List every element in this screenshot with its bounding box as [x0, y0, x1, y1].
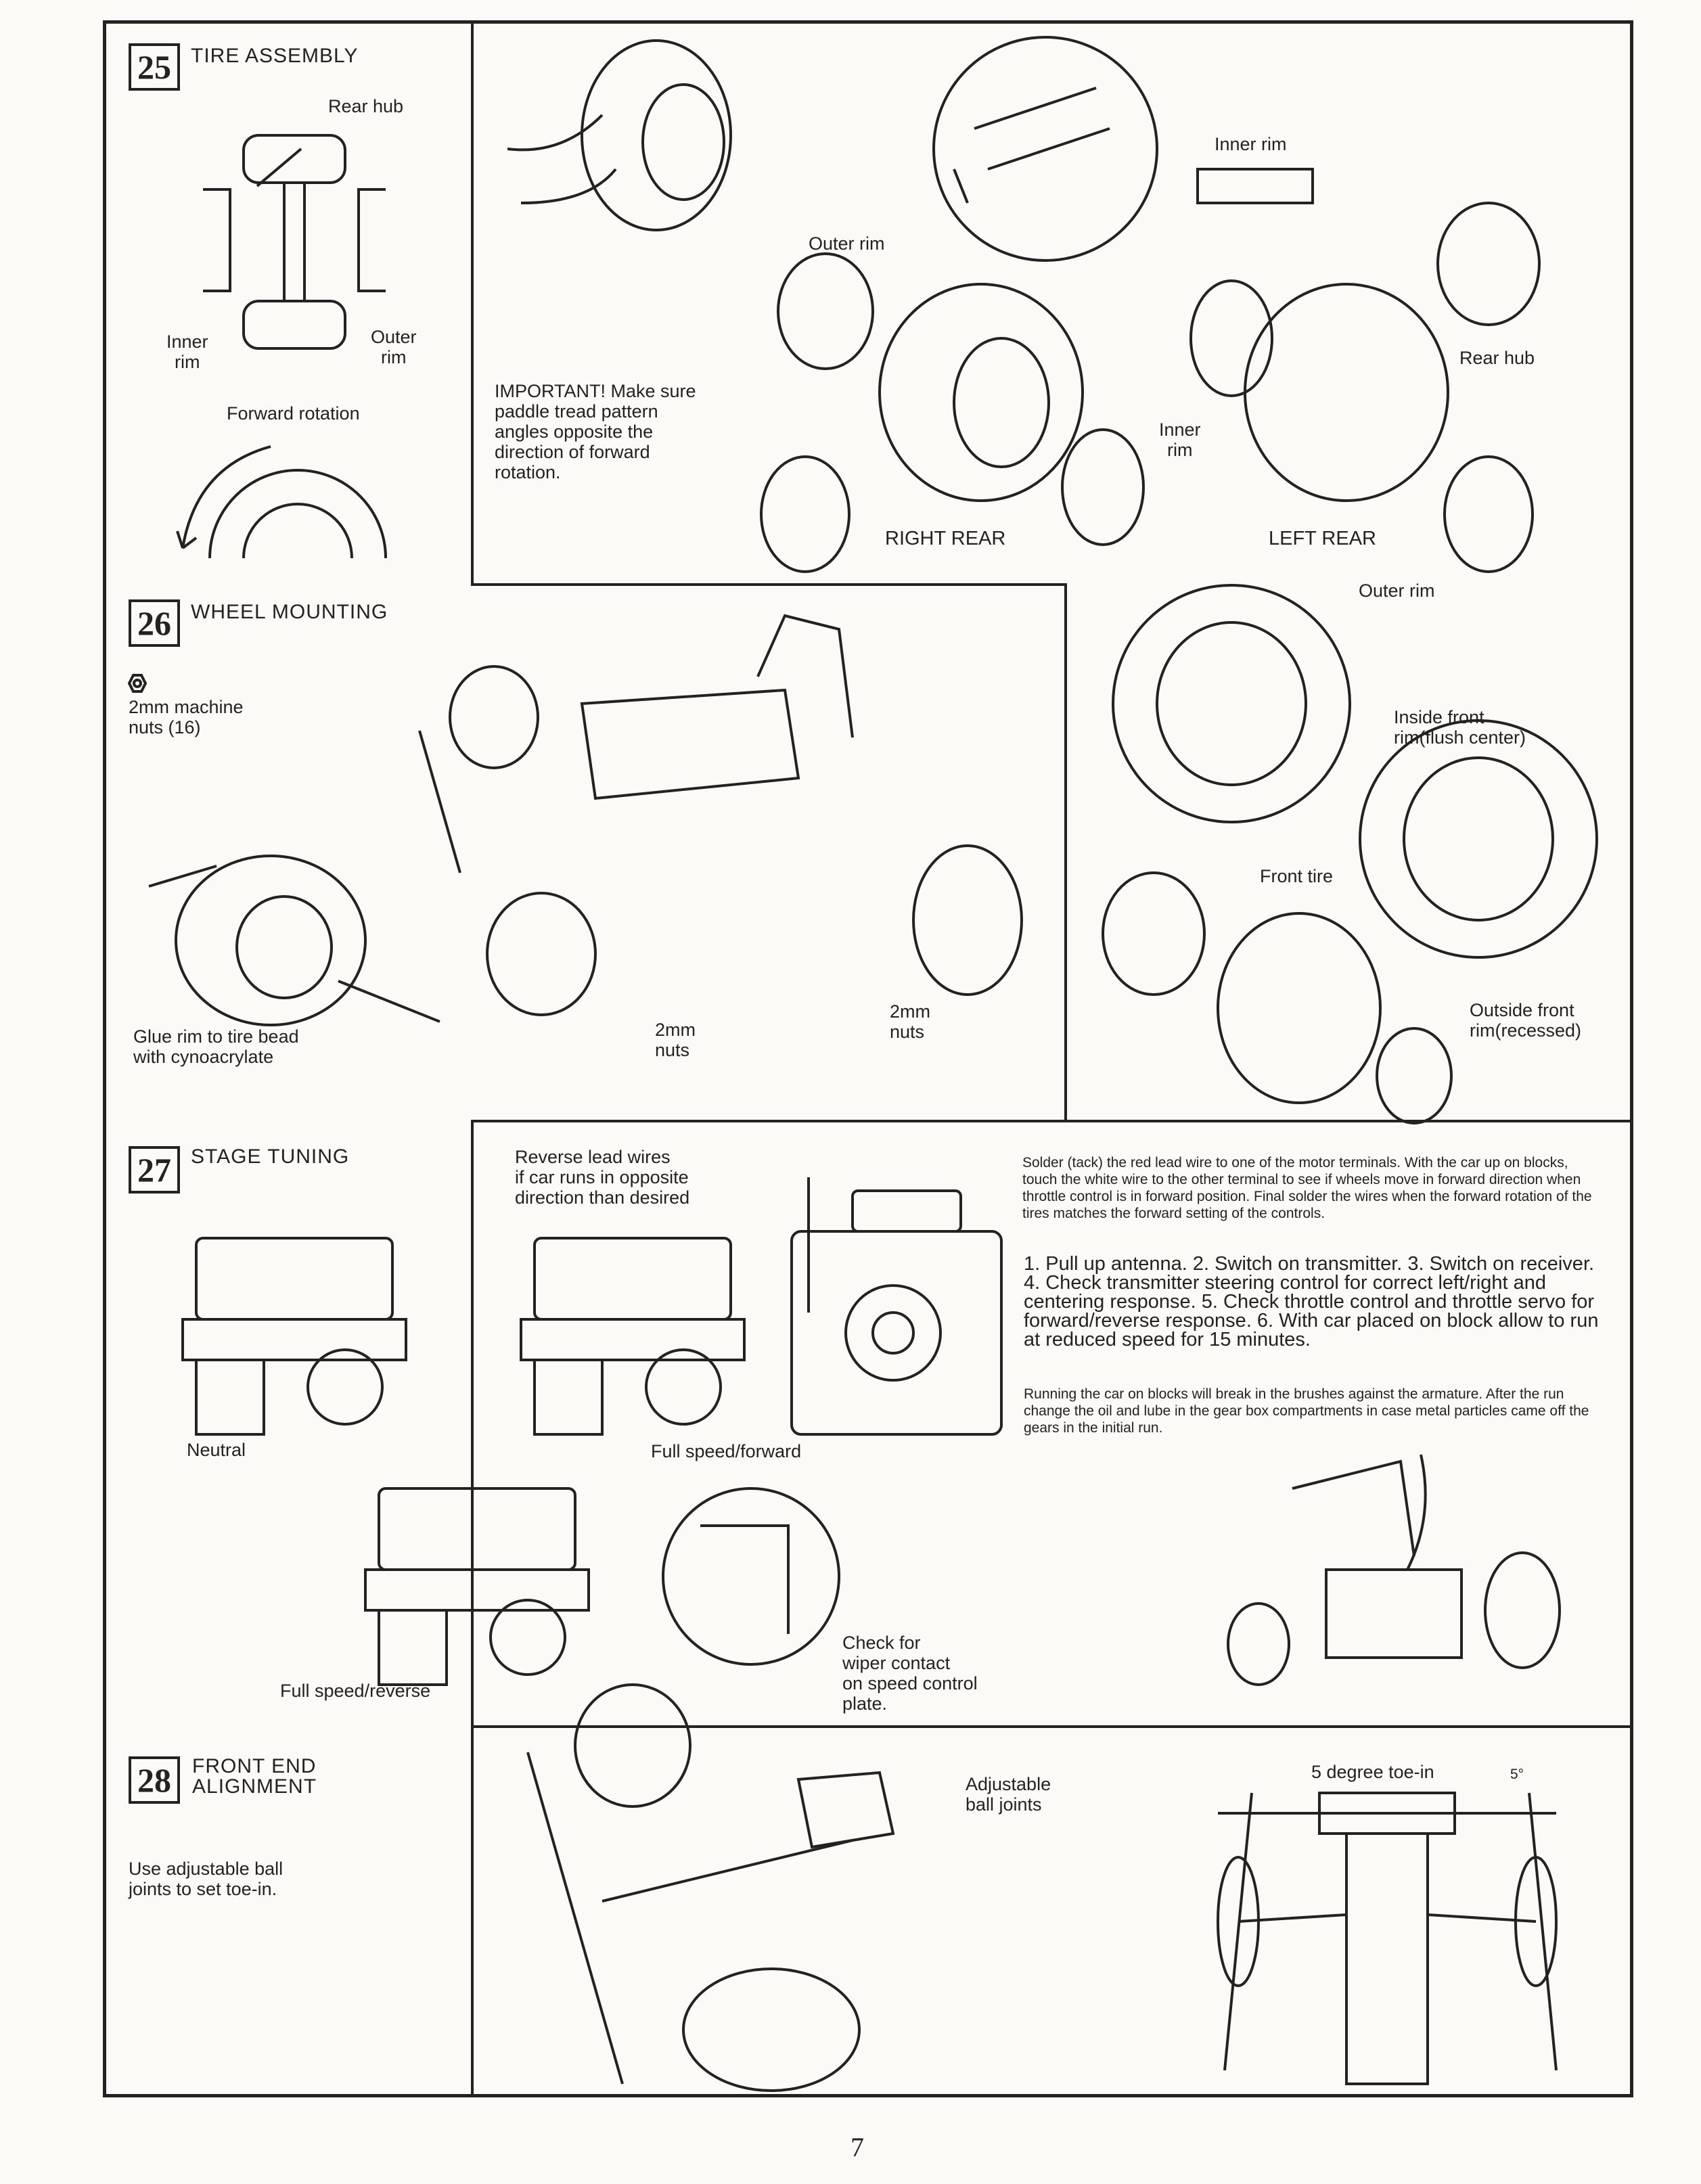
- toe-in-top-view-drawing: [1217, 1792, 1558, 2085]
- transmitter-drawing: [790, 1177, 1003, 1436]
- important-note: IMPORTANT! Make sure paddle tread patter…: [495, 381, 696, 482]
- speed-control-reverse-drawing: [364, 1487, 590, 1686]
- rear-hub-label: Rear hub: [1459, 348, 1535, 368]
- nuts-label: 2mm nuts: [890, 1001, 930, 1042]
- front-end-assembly-drawing: [526, 1683, 895, 2092]
- step-number: 26: [129, 599, 180, 647]
- neutral-label: Neutral: [187, 1440, 246, 1460]
- right-rear-tire-exploded-drawing: [760, 252, 1145, 573]
- speed-control-forward-drawing: [520, 1237, 746, 1436]
- page-number: 7: [850, 2132, 864, 2162]
- divider: [1064, 583, 1067, 1121]
- divider: [471, 1120, 1633, 1122]
- five-degree-label: 5°: [1510, 1767, 1524, 1782]
- forward-rotation-tire-drawing: [176, 445, 387, 559]
- inner-rim-label: Inner rim: [1159, 419, 1201, 460]
- outside-front-rim-label: Outside front rim(recessed): [1470, 1000, 1582, 1041]
- inner-rim-label: Inner rim: [1215, 134, 1287, 154]
- wiper-contact-detail-circle: [662, 1487, 840, 1666]
- divider: [471, 1725, 1633, 1728]
- rear-hub-exploded-drawing: [203, 134, 386, 350]
- outer-rim-label: Outer rim: [371, 327, 417, 367]
- nut-icon: [127, 674, 148, 693]
- tread-detail-circle: [932, 36, 1158, 262]
- step-title: WHEEL MOUNTING: [191, 601, 388, 623]
- right-rear-label: RIGHT REAR: [885, 528, 1006, 549]
- step-number: 27: [129, 1146, 180, 1193]
- break-in-note: Running the car on blocks will break in …: [1024, 1386, 1589, 1436]
- step-title: TIRE ASSEMBLY: [191, 45, 359, 67]
- outer-rim-label: Outer rim: [1359, 581, 1435, 601]
- step-number: 28: [129, 1756, 180, 1804]
- car-on-blocks-drawing: [1227, 1454, 1561, 1686]
- left-rear-tire-exploded-drawing: [1189, 168, 1541, 573]
- step-title: FRONT END ALIGNMENT: [192, 1755, 317, 1798]
- divider: [471, 583, 1066, 586]
- wiper-check-note: Check for wiper contact on speed control…: [842, 1633, 978, 1714]
- inside-front-rim-label: Inside front rim(flush center): [1394, 707, 1526, 748]
- toe-in-title: 5 degree toe-in: [1311, 1762, 1434, 1782]
- nuts-label: 2mm nuts: [655, 1020, 696, 1060]
- reverse-lead-note: Reverse lead wires if car runs in opposi…: [515, 1147, 690, 1208]
- forward-rotation-label: Forward rotation: [227, 403, 360, 424]
- adjustable-ball-joints-label: Adjustable ball joints: [966, 1774, 1051, 1815]
- glue-rim-drawing: [148, 855, 440, 1026]
- toe-in-instruction: Use adjustable ball joints to set toe-in…: [129, 1859, 284, 1899]
- full-reverse-label: Full speed/reverse: [280, 1681, 431, 1701]
- nuts-count-label: 2mm machine nuts (16): [129, 697, 244, 737]
- full-forward-label: Full speed/forward: [651, 1441, 802, 1461]
- step-title: STAGE TUNING: [191, 1145, 350, 1168]
- outer-rim-label: Outer rim: [809, 233, 885, 254]
- tuning-steps: 1. Pull up antenna. 2. Switch on transmi…: [1024, 1253, 1599, 1350]
- glue-instruction: Glue rim to tire bead with cynoacrylate: [133, 1026, 299, 1067]
- solder-instruction: Solder (tack) the red lead wire to one o…: [1022, 1155, 1592, 1221]
- hands-mounting-tire-drawing: [507, 39, 732, 231]
- step-number: 25: [129, 43, 180, 91]
- speed-control-neutral-drawing: [181, 1237, 407, 1436]
- front-tire-label: Front tire: [1260, 866, 1334, 886]
- chassis-wheel-mounting-drawing: [418, 614, 1023, 1016]
- left-rear-label: LEFT REAR: [1269, 528, 1377, 549]
- rear-hub-label: Rear hub: [328, 96, 404, 116]
- inner-rim-label: Inner rim: [166, 332, 208, 372]
- front-wheel-exploded-drawing: [1102, 584, 1598, 1124]
- page-frame: [103, 20, 1633, 2097]
- divider: [471, 1120, 474, 2097]
- divider: [471, 20, 474, 585]
